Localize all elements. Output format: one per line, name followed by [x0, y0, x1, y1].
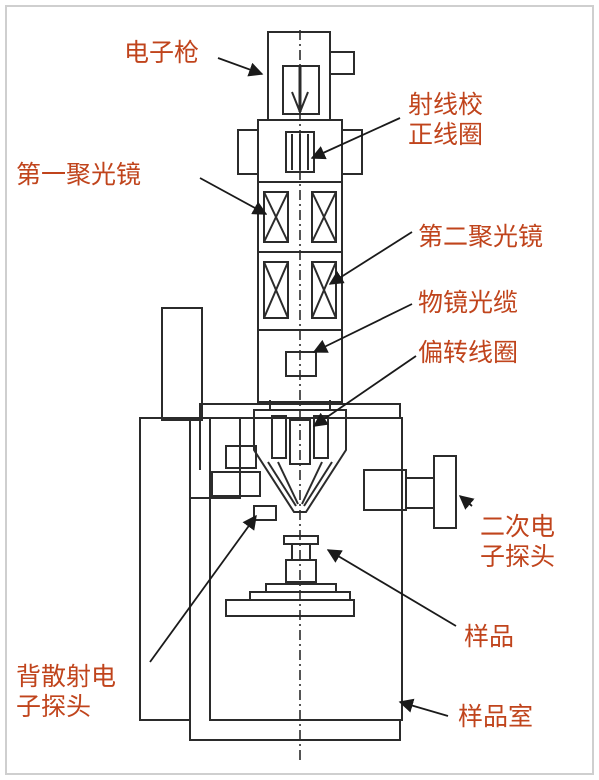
- arrow-second-condenser: [328, 231, 413, 285]
- arrow-first-condenser: [199, 177, 268, 215]
- sample-stage: [225, 535, 355, 617]
- label-sample-chamber: 样品室: [458, 702, 534, 731]
- electron-gun-assembly: [267, 31, 355, 121]
- side-blocks: [211, 445, 261, 497]
- label-backscatter-detector: 背散射电 子探头: [16, 662, 116, 722]
- arrow-sample: [326, 549, 457, 627]
- label-objective-lens: 物镜光缆: [418, 288, 519, 317]
- label-alignment-coil: 射线校 正线圈: [408, 90, 483, 150]
- sample-chamber-outline: [139, 417, 403, 741]
- backscatter-detector-body: [253, 505, 277, 521]
- arrow-backscatter: [149, 514, 257, 663]
- label-electron-gun: 电子枪: [124, 38, 200, 67]
- second-condenser-lens: [257, 251, 343, 331]
- label-sample: 样品: [464, 622, 515, 651]
- objective-lens-cone: [253, 409, 347, 513]
- label-second-condenser: 第二聚光镜: [418, 222, 544, 251]
- first-condenser-lens: [257, 181, 343, 253]
- label-deflection-coil: 偏转线圈: [418, 338, 519, 367]
- label-alignment-coil-line2: 正线圈: [408, 120, 484, 149]
- label-first-condenser: 第一聚光镜: [16, 160, 142, 189]
- label-backscatter-detector-line1: 背散射电: [16, 662, 117, 691]
- arrow-secondary-detector: [458, 495, 475, 510]
- arrow-deflection-coil: [312, 355, 417, 427]
- label-secondary-detector: 二次电 子探头: [480, 512, 555, 572]
- left-support-column: [161, 307, 203, 421]
- secondary-detector-body: [363, 455, 457, 529]
- arrow-sample-chamber: [398, 698, 449, 717]
- label-backscatter-detector-line2: 子探头: [16, 692, 92, 721]
- arrow-alignment-coil: [310, 117, 401, 160]
- label-alignment-coil-line1: 射线校: [408, 90, 484, 119]
- image-border: [5, 5, 594, 775]
- alignment-coil-assembly: [237, 119, 363, 183]
- label-secondary-detector-line2: 子探头: [480, 542, 556, 571]
- arrow-objective-lens: [312, 303, 413, 353]
- label-secondary-detector-line1: 二次电: [480, 512, 556, 541]
- arrow-electron-gun: [217, 57, 264, 77]
